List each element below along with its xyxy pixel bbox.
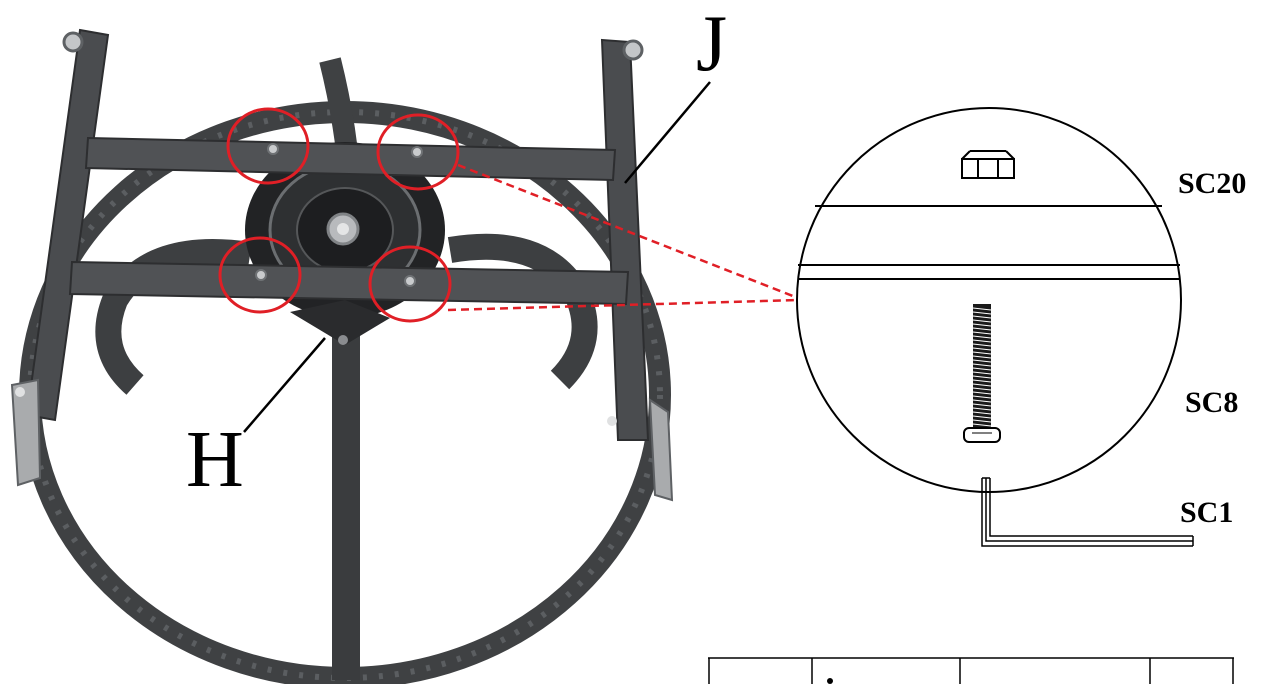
label-sc20: SC20	[1178, 167, 1246, 200]
right-vertical-bar	[600, 38, 650, 441]
upper-crossbar	[84, 136, 617, 182]
part-label-j: J	[696, 0, 727, 88]
crossbar-bolt	[267, 143, 279, 155]
crossbar-bolt	[255, 269, 267, 281]
bolt-icon	[963, 304, 1001, 443]
highlight-circle	[368, 245, 452, 323]
highlight-circle	[218, 236, 302, 314]
nut-icon	[961, 150, 1015, 179]
label-sc1: SC1	[1180, 496, 1233, 529]
crossbar-bolt	[404, 275, 416, 287]
detail-circle	[796, 107, 1182, 493]
highlight-circle	[226, 107, 310, 185]
allen-key-icon	[981, 477, 1194, 547]
right-side-tab	[648, 398, 674, 502]
highlight-circle	[376, 113, 460, 191]
detail-view	[796, 107, 1182, 493]
zoom-line-lower	[447, 298, 799, 312]
crossbar-bolt	[411, 146, 423, 158]
left-side-tab	[10, 378, 42, 487]
top-right-bracket	[622, 39, 644, 61]
right-bracket-bolt	[607, 416, 617, 426]
left-bracket-bolt	[15, 387, 25, 397]
label-sc8: SC8	[1185, 386, 1238, 419]
base-frame-photo	[10, 28, 674, 689]
right-curved-leg	[447, 233, 598, 390]
swivel-center-bolt-core	[337, 223, 349, 235]
leader-line-j	[624, 81, 711, 184]
left-curved-leg	[95, 239, 252, 395]
leader-line-h	[243, 337, 326, 433]
bolt-highlights	[218, 107, 460, 323]
zoom-line-upper	[457, 163, 799, 300]
left-vertical-bar	[25, 28, 110, 422]
bottom-strut	[332, 325, 360, 680]
lower-mount-bolt	[338, 335, 348, 345]
lower-mount-plate	[290, 300, 390, 345]
part-label-h: H	[186, 416, 244, 504]
top-left-bracket	[62, 31, 84, 53]
parts-table-fragment	[708, 657, 1234, 684]
lower-crossbar	[68, 260, 630, 306]
